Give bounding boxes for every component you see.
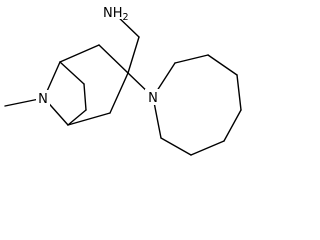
atom-nh2-label: NH2 [102, 3, 133, 23]
bridge-n-symbol: N [38, 92, 48, 107]
amine-h-count: 2 [123, 12, 129, 23]
bond-ring-2 [174, 54, 209, 64]
atom-azocane-n-label: N [145, 89, 160, 106]
amine-h-symbol: H [113, 6, 123, 21]
bond-c3-c4 [109, 72, 129, 114]
bond-c4-c5 [67, 112, 111, 126]
atom-bridge-n-label: N [36, 90, 50, 107]
svg-text:NH2: NH2 [103, 6, 129, 23]
bond-c2-c3 [98, 44, 129, 74]
bond-c3-ch2 [127, 36, 140, 74]
bond-c1-c7 [59, 61, 85, 85]
amine-n-symbol: N [103, 6, 113, 21]
bond-c6-c5 [67, 109, 87, 126]
bond-ring-4 [236, 74, 242, 111]
bond-ring-3 [207, 54, 238, 76]
bond-c1-c2 [59, 44, 100, 63]
structure-diagram: NH2 N N [4, 3, 242, 156]
azocane-ring [127, 54, 242, 156]
bond-ring-5 [223, 109, 242, 142]
azocane-n-symbol: N [148, 91, 158, 106]
bond-c7-c6 [83, 83, 87, 111]
bicyclic-core [4, 44, 129, 126]
bond-ring-6 [190, 140, 225, 156]
bond-ring-7 [160, 137, 192, 156]
